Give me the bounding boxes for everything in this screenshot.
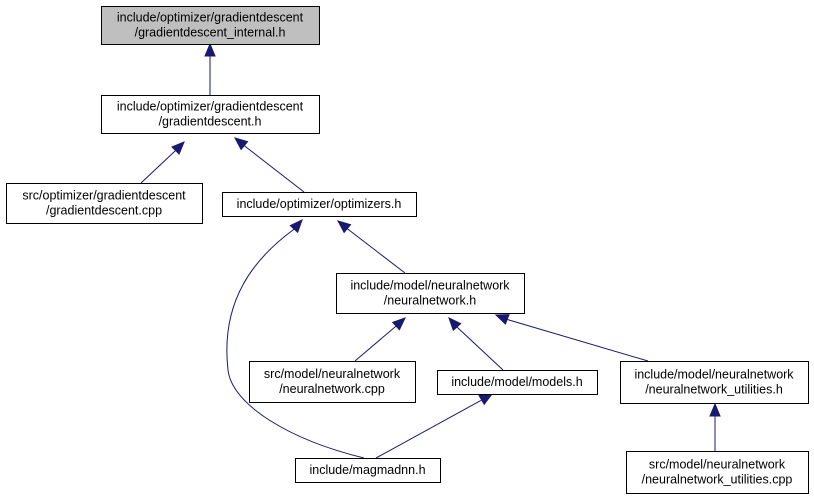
node-nn-h[interactable]: include/model/neuralnetwork/neuralnetwor… [336,273,525,314]
node-label-line: include/model/neuralnetwork [350,279,510,293]
node-label-line: /neuralnetwork.h [384,294,476,308]
edges-layer [140,42,721,459]
edge-line [234,137,305,193]
node-label-line: src/optimizer/gradientdescent [22,189,186,203]
node-gd-internal[interactable]: include/optimizer/gradientdescent/gradie… [101,6,320,45]
node-label-line: /gradientdescent_internal.h [135,26,286,40]
node-box[interactable] [222,192,417,217]
node-label-line: include/optimizer/optimizers.h [237,197,402,211]
node-optimizers-h[interactable]: include/optimizer/optimizers.h [222,192,417,217]
node-models-h[interactable]: include/model/models.h [437,370,598,395]
edge-models_h-to-nn_h [448,317,504,371]
edge-nn_cpp-to-nn_h [354,317,406,362]
node-gd-cpp[interactable]: src/optimizer/gradientdescent/gradientde… [6,183,203,224]
arrowhead [234,137,249,151]
edge-line [375,393,493,459]
arrowhead [171,141,185,155]
edge-nnu_cpp-to-nnu_h [709,402,721,451]
arrowhead [448,317,462,332]
node-label-line: include/optimizer/gradientdescent [117,100,304,114]
edge-optimizers_h-to-gd_h [234,137,305,193]
node-box[interactable] [295,458,441,483]
node-gd-h[interactable]: include/optimizer/gradientdescent/gradie… [101,95,320,134]
arrowhead [289,219,303,234]
arrowhead [204,42,216,57]
edge-gd_h-to-gd_internal [204,42,216,95]
node-label-line: /gradientdescent.cpp [46,204,162,218]
node-box[interactable] [620,361,809,404]
edge-line [495,314,649,362]
node-label-line: src/model/neuralnetwork [649,458,786,472]
node-label-line: /neuralnetwork_utilities.h [645,383,783,397]
arrowhead [494,314,510,325]
arrowhead [709,402,721,417]
node-nnu-cpp[interactable]: src/model/neuralnetwork/neuralnetwork_ut… [626,451,809,494]
edge-magmadnn_h-to-models_h [375,393,494,459]
node-label-line: include/magmadnn.h [309,463,425,477]
node-box[interactable] [6,183,203,224]
node-magmadnn-h[interactable]: include/magmadnn.h [295,458,441,483]
node-label-line: include/model/models.h [451,375,582,389]
node-box[interactable] [336,273,525,314]
node-box[interactable] [437,370,598,395]
node-box[interactable] [626,451,809,494]
node-box[interactable] [101,95,320,134]
node-label-line: /neuralnetwork.cpp [279,382,385,396]
edge-line [337,220,406,274]
node-label-line: src/model/neuralnetwork [264,367,401,381]
arrowhead [478,393,494,406]
node-nnu-h[interactable]: include/model/neuralnetwork/neuralnetwor… [620,361,809,404]
arrowhead [391,317,406,331]
node-label-line: include/optimizer/gradientdescent [117,11,304,25]
nodes-layer: include/optimizer/gradientdescent/gradie… [6,6,809,494]
edge-gd_cpp-to-gd_h [140,141,185,184]
node-label-line: /neuralnetwork_utilities.cpp [642,473,793,487]
arrowhead [337,220,352,234]
node-label-line: /gradientdescent.h [159,115,262,129]
edge-nnu_h-to-nn_h [494,314,649,362]
node-nn-cpp[interactable]: src/model/neuralnetwork/neuralnetwork.cp… [249,361,416,403]
edge-magmadnn_h-to-optimizers_h [226,219,365,459]
node-box[interactable] [249,361,416,403]
edge-line [226,219,365,459]
node-label-line: include/model/neuralnetwork [634,368,794,382]
node-box[interactable] [101,6,320,45]
edge-nn_h-to-optimizers_h [337,220,406,274]
